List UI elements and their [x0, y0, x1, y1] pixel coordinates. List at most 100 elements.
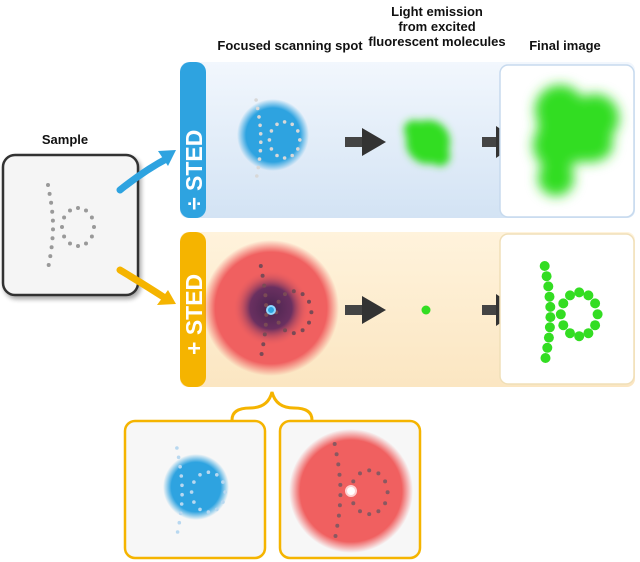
molecule-dot: [175, 446, 179, 450]
molecule-dot: [51, 227, 55, 232]
molecule-dot: [269, 129, 274, 133]
molecule-dot: [206, 470, 211, 475]
molecule-dot: [76, 244, 80, 248]
molecule-dot: [264, 303, 269, 308]
molecule-dot: [558, 320, 569, 331]
molecule-dot: [367, 468, 372, 473]
inset-zero-point: [345, 485, 357, 497]
molecule-dot: [351, 501, 356, 506]
molecule-dot: [179, 474, 184, 478]
molecule-dot: [276, 320, 281, 325]
molecule-dot: [300, 292, 305, 297]
molecule-dot: [543, 332, 554, 343]
molecule-dot: [383, 479, 388, 484]
molecule-dot: [592, 309, 603, 320]
light-emission-line-2: from excited: [398, 19, 476, 34]
molecule-dot: [590, 320, 601, 331]
molecule-dot: [543, 281, 554, 292]
sample-dots: [46, 183, 96, 267]
molecule-dot: [177, 520, 182, 525]
molecule-dot: [256, 165, 261, 170]
molecule-dot: [539, 261, 550, 271]
molecule-dot: [49, 245, 54, 250]
molecule-dot: [192, 500, 196, 504]
molecule-dot: [337, 472, 342, 477]
final-image-label: Final image: [529, 38, 601, 53]
molecule-dot: [254, 98, 258, 102]
molecule-dot: [583, 328, 594, 339]
minus-sted-tab: [180, 62, 206, 218]
molecule-dot: [555, 309, 566, 320]
molecule-dot: [257, 157, 262, 161]
arrow-to-plus-sted: [116, 266, 169, 302]
molecule-dot: [275, 153, 279, 158]
molecule-dot: [262, 283, 267, 288]
minus-sted-label: ÷ STED: [181, 130, 207, 210]
molecule-dot: [307, 320, 311, 325]
molecule-dot: [263, 322, 268, 327]
molecule-dot: [283, 292, 287, 297]
molecule-dot: [257, 115, 261, 119]
minus-emission-blob: [404, 120, 450, 166]
molecule-dot: [221, 480, 225, 484]
molecule-dot: [282, 156, 287, 160]
molecule-dot: [84, 208, 88, 213]
molecule-dot: [558, 298, 569, 309]
molecule-dot: [333, 534, 338, 538]
molecule-dot: [48, 254, 53, 259]
molecule-dot: [259, 140, 263, 144]
molecule-dot: [300, 328, 305, 333]
plus-spot-dots: [258, 264, 314, 356]
molecule-dot: [307, 299, 311, 304]
molecule-dot: [50, 218, 55, 223]
molecule-dot: [255, 106, 260, 111]
molecule-dot: [583, 290, 594, 301]
molecule-dot: [590, 298, 601, 309]
molecule-dot: [332, 442, 337, 446]
molecule-dot: [50, 236, 55, 241]
molecule-dot: [275, 122, 279, 127]
molecule-dot: [180, 492, 184, 497]
molecule-dot: [338, 493, 343, 498]
arrow-head-minus-sted: [158, 150, 176, 166]
molecule-dot: [223, 490, 227, 494]
molecule-dot: [309, 310, 314, 315]
inset-blue-spot: [163, 454, 229, 520]
inset-depletion-dots: [332, 442, 390, 538]
molecule-dot: [545, 301, 556, 312]
molecule-dot: [60, 225, 64, 229]
molecule-dot: [89, 234, 94, 239]
sample-box: [1, 153, 140, 297]
molecule-dot: [298, 138, 302, 142]
molecule-dot: [574, 331, 585, 342]
molecule-dot: [263, 293, 268, 298]
molecule-dot: [336, 513, 341, 518]
molecule-dot: [336, 462, 341, 467]
molecule-dot: [565, 290, 575, 301]
molecule-dot: [198, 507, 202, 512]
plus-emission-point: [421, 305, 431, 315]
molecule-dot: [178, 511, 183, 516]
molecule-dot: [47, 191, 52, 196]
molecule-dot: [282, 120, 287, 124]
molecule-dot: [385, 490, 390, 495]
molecule-dot: [92, 225, 96, 229]
molecule-dot: [198, 473, 202, 477]
molecule-dot: [84, 241, 88, 246]
molecule-dot: [264, 312, 269, 317]
molecule-dot: [62, 234, 67, 239]
molecule-dot: [46, 183, 50, 187]
molecule-dot: [283, 328, 287, 333]
molecule-dot: [574, 287, 585, 298]
molecule-dot: [565, 328, 575, 339]
molecule-dot: [276, 299, 281, 304]
molecule-dot: [261, 342, 266, 347]
molecule-dot: [176, 455, 181, 460]
detail-brace: [230, 391, 314, 422]
molecule-dot: [351, 479, 356, 484]
molecule-dot: [541, 271, 552, 282]
molecule-dot: [337, 503, 342, 508]
molecule-dot: [291, 289, 296, 294]
plus-sted-tab: [180, 232, 206, 387]
